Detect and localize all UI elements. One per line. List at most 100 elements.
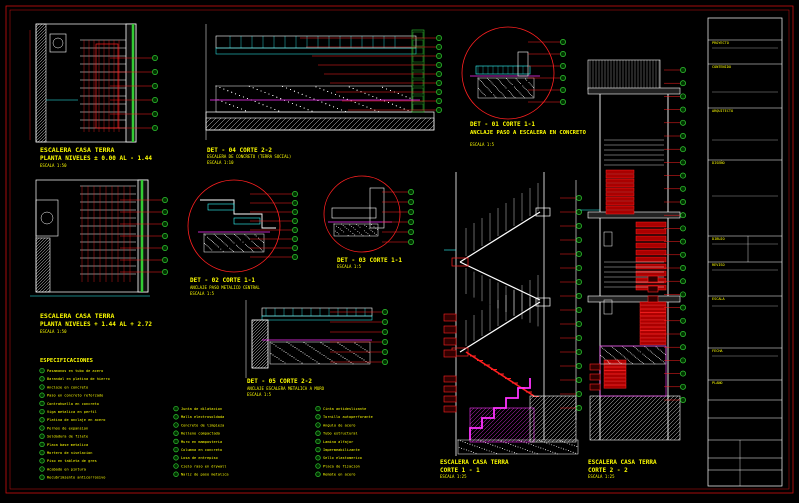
legend-item-text: Placa base metalica [47, 443, 88, 447]
hatch-line [555, 421, 576, 442]
hatch-outline [35, 237, 51, 293]
stipple-dot [336, 225, 338, 227]
hatch-line [418, 118, 432, 130]
stair-flight [459, 261, 541, 301]
stipple-dot [340, 109, 342, 111]
stipple-dot [339, 343, 341, 345]
callout-bubble [576, 251, 582, 257]
hatch-line [36, 274, 50, 290]
callout-bubble [408, 229, 414, 235]
stipple-dot [274, 108, 276, 110]
stipple-dot [519, 447, 521, 449]
hatch-line [567, 433, 576, 442]
stipple-dot [523, 441, 525, 443]
caption-v2-title: DET - 04 CORTE 2-2 [207, 147, 272, 154]
level-tag [443, 349, 457, 358]
stipple-dot [533, 445, 535, 446]
hatch-line [263, 118, 277, 130]
detail-post [517, 51, 529, 77]
stipple-dot [531, 85, 533, 87]
plan-fixture [49, 33, 67, 53]
callout-bubble [576, 265, 582, 271]
hatch-line [475, 408, 511, 442]
detail-frame-circle [461, 26, 555, 120]
hatch-line [641, 401, 680, 440]
stipple-dot [317, 351, 319, 353]
stipple-dot [499, 81, 501, 83]
stipple-dot [313, 348, 315, 350]
hatch-line [293, 118, 307, 130]
level-tag [443, 325, 457, 334]
legend-bullet [173, 446, 179, 453]
hatch-line [530, 396, 563, 429]
stipple-dot [239, 94, 240, 96]
tread-block [605, 201, 635, 206]
stipple-dot [628, 351, 630, 353]
hatch-line [531, 397, 576, 442]
stipple-dot [316, 361, 318, 363]
stipple-dot [222, 250, 224, 252]
stipple-dot [294, 347, 296, 348]
hatch-line [36, 271, 50, 287]
stipple-dot [648, 349, 650, 351]
stipple-dot [216, 245, 218, 247]
stipple-dot [651, 361, 653, 363]
stipple-dot [489, 443, 491, 445]
hatch-line [253, 118, 267, 130]
callout-bubble [560, 63, 566, 69]
callout-bubble [576, 223, 582, 229]
callout-bubble [680, 106, 686, 113]
hatch-line [590, 396, 623, 429]
hatch-line [353, 118, 367, 130]
stipple-dot [608, 361, 610, 363]
stipple-dot [234, 234, 236, 235]
tread-block [603, 384, 627, 389]
hatch-line [323, 118, 337, 130]
stipple-dot [573, 445, 575, 447]
tread-block [639, 308, 667, 313]
hatch-line [605, 396, 651, 440]
stipple-dot [635, 356, 637, 358]
callout-bubble [680, 331, 686, 337]
stipple-dot [391, 103, 393, 105]
stipple-dot [640, 361, 642, 362]
stipple-dot [608, 353, 610, 355]
stipple-dot [483, 94, 485, 96]
stipple-dot [293, 357, 295, 359]
stipple-dot [261, 240, 263, 242]
stipple-dot [508, 80, 510, 82]
stipple-dot [213, 242, 215, 244]
stipple-dot [616, 350, 617, 351]
stipple-dot [488, 89, 490, 91]
stipple-dot [246, 236, 248, 238]
stipple-dot [252, 87, 254, 89]
stipple-dot [366, 226, 368, 228]
stipple-dot [633, 355, 635, 357]
stipple-dot [476, 446, 478, 448]
callout-bubble [680, 278, 686, 285]
stipple-dot [563, 448, 565, 450]
stipple-dot [208, 237, 210, 239]
stipple-dot [604, 349, 606, 351]
stipple-dot [491, 451, 493, 453]
stipple-dot [547, 450, 549, 451]
stipple-dot [639, 351, 641, 353]
hatch-line [36, 259, 50, 275]
stipple-dot [664, 362, 666, 364]
stipple-dot [220, 240, 222, 242]
callout-bubble [382, 319, 388, 325]
caption-v9-title: ESCALERA CASA TERRA [588, 459, 657, 466]
stipple-dot [643, 354, 645, 356]
stipple-dot [327, 357, 329, 359]
stipple-dot [549, 450, 551, 452]
hatch-line [547, 413, 576, 442]
stipple-dot [517, 80, 519, 82]
stipple-dot [566, 442, 568, 444]
tread-block [635, 242, 667, 249]
tread-block [605, 174, 635, 179]
stipple-dot [255, 243, 257, 245]
stipple-dot [235, 93, 237, 95]
hatch-line [593, 396, 639, 440]
stipple-dot [337, 227, 339, 229]
stipple-dot [237, 237, 239, 239]
